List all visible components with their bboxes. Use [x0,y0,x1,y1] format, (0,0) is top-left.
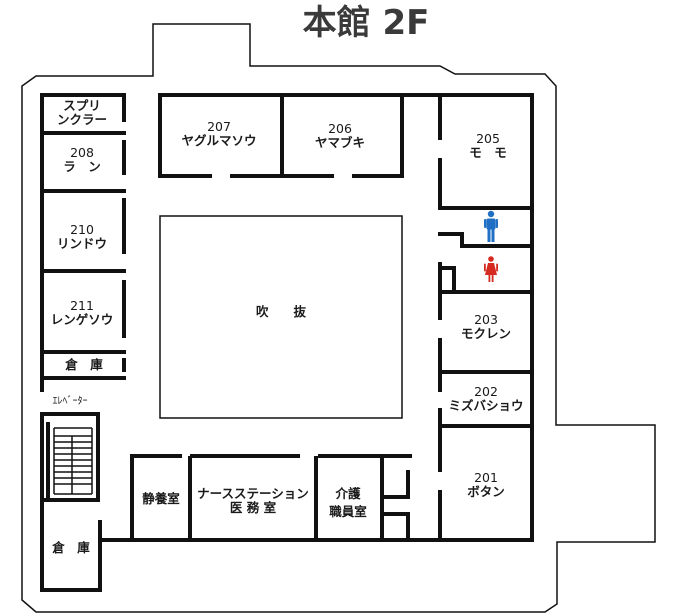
infirmary-label: 医 務 室 [230,500,277,515]
room-206-number: 206 [328,121,352,136]
room-201-name: ボタン [467,484,505,499]
rest-room-label: 静養室 [142,491,180,506]
room-211-number: 211 [70,298,94,313]
atrium-outline [159,215,403,419]
room-210-name: リンドウ [57,236,107,251]
staircase [46,422,93,498]
room-202-number: 202 [474,384,498,399]
outer-walls [40,93,534,592]
room-207-number: 207 [207,119,231,134]
floor-title: 本館 2F [303,3,430,43]
room-211-name: レンゲソウ [51,312,114,327]
room-202-name: ミズバショウ [448,398,523,413]
room-206-name: ヤマブキ [315,135,365,150]
sprinkler-label-line2: ンクラー [57,112,107,127]
storage-bottom-label: 倉 庫 [51,540,90,555]
building-outline [21,23,656,613]
atrium-label: 吹 抜 [256,304,307,319]
right-column-walls [438,95,534,540]
room-208-number: 208 [70,145,94,160]
room-207-name: ヤグルマソウ [181,133,256,148]
room-210-number: 210 [70,222,94,237]
room-203-name: モクレン [461,326,511,341]
room-208-name: ラ ン [63,159,101,174]
male-restroom-icon [484,210,498,242]
bottom-row-walls [130,454,412,540]
female-restroom-icon [484,256,498,282]
room-205-number: 205 [476,131,500,146]
nurse-station-label: ナースステーション [197,486,309,501]
care-staff-room-line1: 介護 [334,486,361,501]
elevator-label: ｴﾚﾍﾞｰﾀｰ [53,395,88,407]
top-row-walls [158,95,404,178]
left-column-walls [40,95,126,502]
room-203-number: 203 [474,312,498,327]
sprinkler-label-line1: スプリ [63,98,101,113]
room-201-number: 201 [474,470,498,485]
storage-top-label: 倉 庫 [64,357,103,372]
care-staff-room-line2: 職員室 [329,504,367,519]
room-205-name: モ モ [469,145,507,160]
